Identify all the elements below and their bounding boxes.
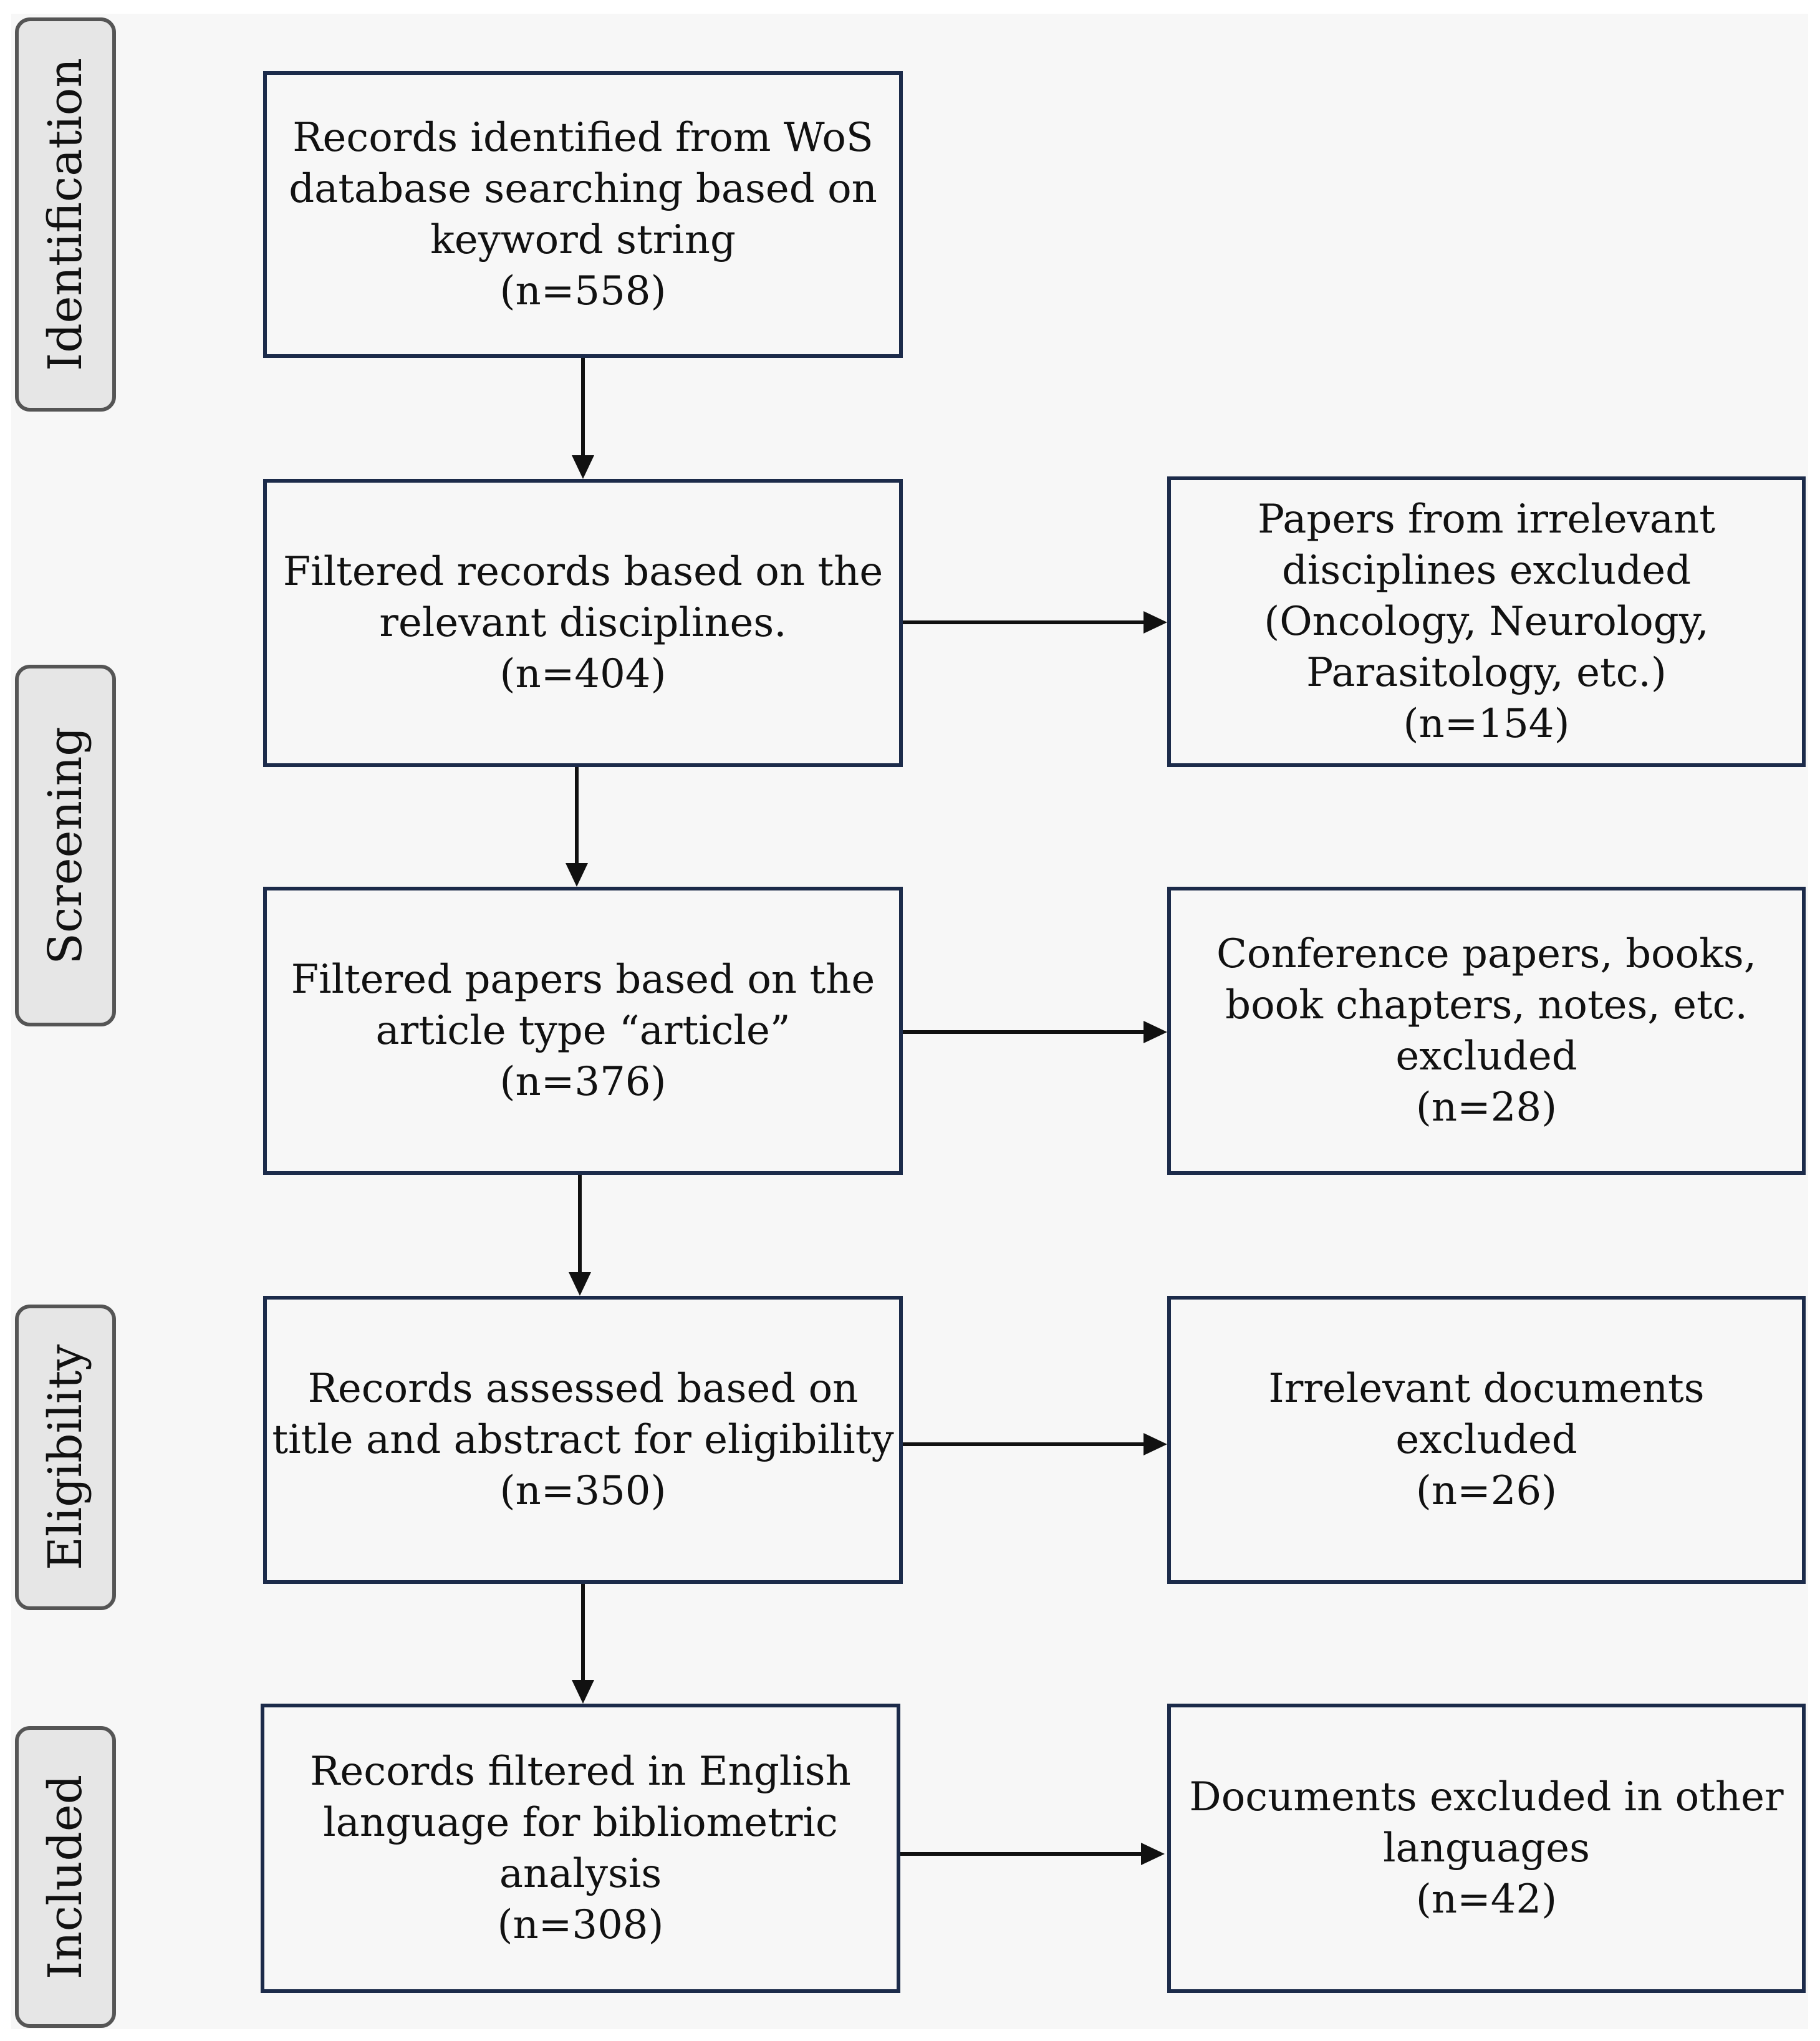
box-excluded-languages: Documents excluded in other languages (n… [1167,1704,1806,1993]
box-count: (n=376) [499,1059,667,1105]
box-records-identified: Records identified from WoS database sea… [263,71,903,358]
box-line: Irrelevant documents [1268,1366,1705,1412]
box-count: (n=28) [1415,1084,1558,1131]
arrow-assessed-to-excluded [903,1433,1167,1455]
box-line: Documents excluded in other [1189,1774,1784,1820]
arrow-article-type-to-excluded [903,1021,1167,1043]
box-excluded-irrelevant: Irrelevant documents excluded (n=26) [1167,1296,1806,1584]
box-count: (n=42) [1415,1876,1558,1923]
box-excluded-types: Conference papers, books, book chapters,… [1167,887,1806,1175]
arrow-identified-to-disciplines [572,358,594,479]
box-records-english: Records filtered in English language for… [261,1704,900,1993]
box-line: title and abstract for eligibility [272,1417,894,1463]
box-line: excluded [1395,1417,1577,1463]
box-count: (n=308) [497,1902,664,1948]
box-line: Parasitology, etc.) [1306,650,1667,696]
box-line: languages [1383,1825,1590,1871]
box-count: (n=558) [499,268,667,314]
box-line: book chapters, notes, etc. [1225,982,1748,1028]
arrow-article-type-to-assessed [569,1175,591,1296]
arrow-english-to-excluded [900,1843,1165,1865]
box-count: (n=26) [1415,1468,1558,1514]
stage-eligibility: Eligibility [15,1305,116,1610]
box-line: Filtered records based on the [282,549,884,595]
box-filtered-article-type: Filtered papers based on the article typ… [263,887,903,1175]
box-line: Records identified from WoS [292,115,874,161]
box-line: Records filtered in English [310,1749,851,1795]
box-line: Papers from irrelevant [1258,496,1715,543]
box-line: article type “article” [375,1008,791,1054]
arrow-disciplines-to-article-type [566,767,588,887]
box-line: database searching based on [289,166,877,212]
box-line: keyword string [430,217,736,263]
box-line: (Oncology, Neurology, [1264,599,1709,645]
arrow-assessed-to-english [572,1584,594,1704]
box-line: disciplines excluded [1281,548,1692,594]
box-line: Records assessed based on [307,1366,859,1412]
box-records-assessed: Records assessed based on title and abst… [263,1296,903,1584]
stage-included: Included [15,1726,116,2028]
box-excluded-disciplines: Papers from irrelevant disciplines exclu… [1167,476,1806,767]
box-count: (n=404) [499,651,667,697]
arrow-disciplines-to-excluded [903,611,1167,634]
box-line: excluded [1395,1033,1577,1079]
box-line: Filtered papers based on the [291,957,875,1003]
box-line: Conference papers, books, [1216,931,1757,977]
box-line: relevant disciplines. [379,600,787,646]
box-filtered-disciplines: Filtered records based on the relevant d… [263,479,903,767]
stage-identification: Identification [15,17,116,412]
stage-screening: Screening [15,665,116,1026]
box-line: analysis [499,1851,662,1897]
box-count: (n=154) [1403,701,1570,747]
box-line: language for bibliometric [323,1800,838,1846]
box-count: (n=350) [499,1468,667,1514]
